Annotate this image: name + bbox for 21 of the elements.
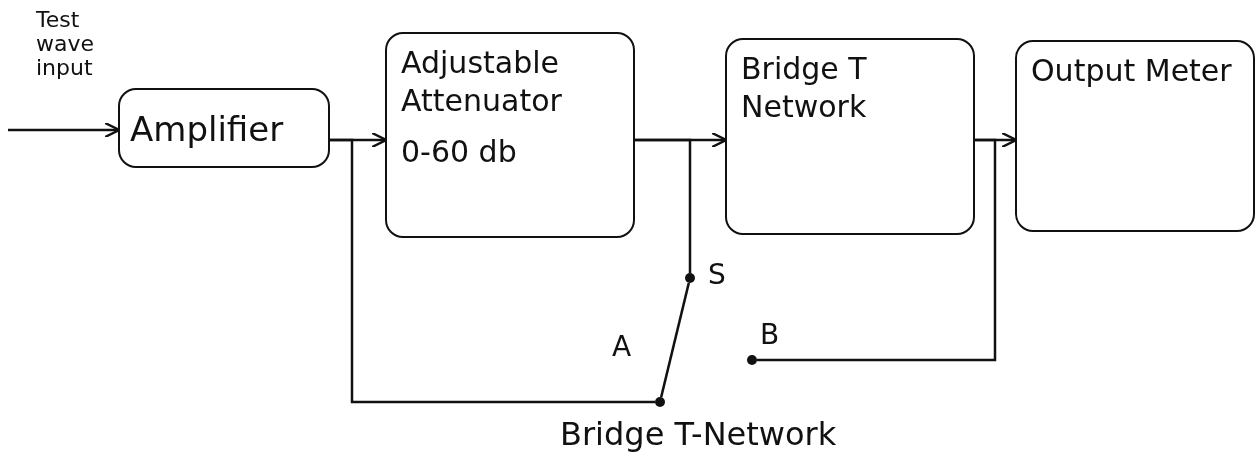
box-label: Bridge T Network [741, 50, 868, 125]
box-label: 0-60 db [401, 133, 518, 171]
terminal-dot [685, 273, 695, 283]
connector-line [635, 138, 692, 273]
meter-box [1015, 40, 1255, 232]
terminal-dot [747, 355, 757, 365]
terminal-label: B [760, 318, 780, 351]
box-label: Output Meter [1031, 52, 1233, 90]
terminal-label: A [612, 330, 632, 363]
caption: Bridge T-Network [560, 415, 837, 453]
box-label: Amplifier [130, 108, 285, 151]
amplifier-box [118, 88, 330, 168]
connector-line [757, 138, 997, 362]
terminal-dot [655, 397, 665, 407]
network-box [725, 38, 975, 235]
connector-line [330, 138, 655, 404]
edge-label: Test wave input [36, 8, 96, 81]
terminal-label: S [708, 258, 726, 291]
box-label: Adjustable Attenuator [401, 44, 563, 119]
connector-line [659, 282, 691, 398]
attenuator-box [385, 32, 635, 238]
